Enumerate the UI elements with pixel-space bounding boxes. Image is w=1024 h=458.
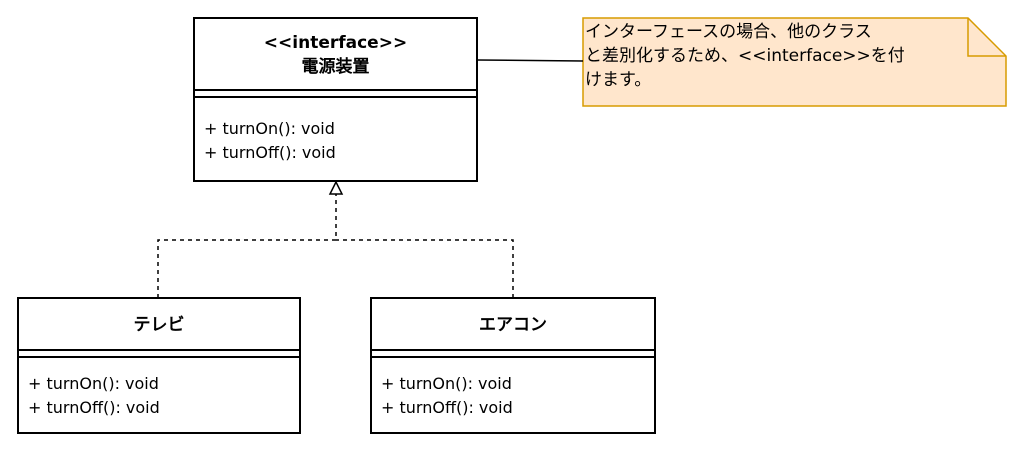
class-divider-bottom bbox=[19, 356, 299, 358]
note-line: けます。 bbox=[585, 70, 652, 90]
note-line: と差別化するため、<<interface>>を付 bbox=[585, 46, 905, 66]
class-header-aircon: エアコン bbox=[372, 299, 654, 351]
note-line: インターフェースの場合、他のクラス bbox=[585, 22, 872, 42]
class-box-tv[interactable]: テレビ + turnOn(): void + turnOff(): void bbox=[17, 297, 301, 434]
note-text: インターフェースの場合、他のクラス と差別化するため、<<interface>>… bbox=[585, 20, 945, 92]
realization-line-tv bbox=[157, 194, 337, 298]
class-box-aircon[interactable]: エアコン + turnOn(): void + turnOff(): void bbox=[370, 297, 656, 434]
interface-operation: + turnOff(): void bbox=[204, 143, 336, 162]
note-fold-corner bbox=[967, 18, 1006, 57]
note-shape bbox=[582, 17, 1007, 107]
interface-class-box[interactable]: <<interface>> 電源装置 + turnOn(): void + tu… bbox=[193, 17, 478, 182]
note-link-line bbox=[476, 59, 584, 62]
class-divider-top bbox=[372, 349, 654, 351]
class-divider-top bbox=[19, 349, 299, 351]
class-operation: + turnOn(): void bbox=[28, 374, 159, 393]
class-operation: + turnOff(): void bbox=[28, 398, 160, 417]
class-name-tv: テレビ bbox=[133, 315, 185, 335]
interface-class-header: <<interface>> 電源装置 bbox=[195, 19, 476, 91]
interface-divider-bottom bbox=[195, 96, 476, 98]
class-operations-tv: + turnOn(): void + turnOff(): void bbox=[28, 372, 160, 420]
class-divider-bottom bbox=[372, 356, 654, 358]
interface-stereotype: <<interface>> bbox=[263, 33, 408, 53]
class-operation: + turnOn(): void bbox=[381, 374, 512, 393]
class-header-tv: テレビ bbox=[19, 299, 299, 351]
realization-line-aircon bbox=[336, 239, 514, 298]
interface-operations: + turnOn(): void + turnOff(): void bbox=[204, 117, 336, 165]
class-name-aircon: エアコン bbox=[479, 315, 547, 335]
interface-class-name: 電源装置 bbox=[301, 57, 370, 77]
interface-operation: + turnOn(): void bbox=[204, 119, 335, 138]
class-operations-aircon: + turnOn(): void + turnOff(): void bbox=[381, 372, 513, 420]
realization-arrowhead bbox=[328, 180, 344, 195]
interface-divider-top bbox=[195, 89, 476, 91]
class-operation: + turnOff(): void bbox=[381, 398, 513, 417]
